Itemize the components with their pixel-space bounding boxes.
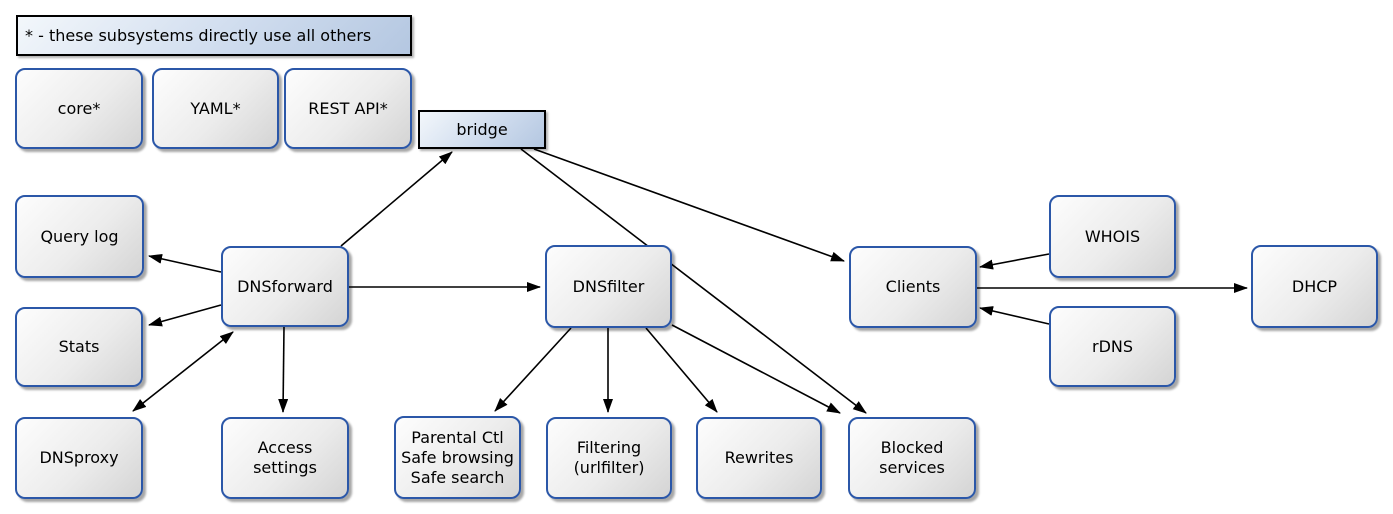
node-access-settings: Access settings bbox=[221, 417, 349, 499]
node-label-yaml: YAML* bbox=[190, 98, 241, 118]
node-stats: Stats bbox=[15, 307, 143, 387]
edge-dnsforward-query-log bbox=[148, 253, 222, 273]
node-label-query-log: Query log bbox=[40, 226, 119, 246]
node-label-access-settings: Access settings bbox=[253, 438, 317, 477]
node-yaml: YAML* bbox=[152, 68, 279, 149]
legend-note: * - these subsystems directly use all ot… bbox=[16, 15, 412, 56]
legend-text: * - these subsystems directly use all ot… bbox=[25, 25, 372, 45]
edge-dnsforward-bridge bbox=[340, 151, 453, 247]
edge-whois-clients bbox=[979, 253, 1050, 270]
node-label-rdns: rDNS bbox=[1091, 336, 1134, 356]
node-label-bridge: bridge bbox=[456, 119, 508, 139]
edge-dnsforward-access-settings bbox=[278, 326, 289, 413]
node-dnsfilter: DNSfilter bbox=[545, 245, 672, 328]
node-dhcp: DHCP bbox=[1251, 245, 1378, 328]
node-whois: WHOIS bbox=[1049, 195, 1176, 278]
node-label-clients: Clients bbox=[885, 277, 941, 296]
node-rest-api: REST API* bbox=[284, 68, 412, 149]
node-label-rewrites: Rewrites bbox=[724, 448, 794, 467]
node-blocked-services: Blocked services bbox=[848, 417, 976, 499]
node-dnsproxy: DNSproxy bbox=[15, 417, 143, 499]
node-label-parental: Parental Ctl Safe browsing Safe search bbox=[401, 427, 514, 487]
node-label-dnsfilter: DNSfilter bbox=[572, 276, 645, 296]
node-label-stats: Stats bbox=[58, 337, 100, 356]
node-rewrites: Rewrites bbox=[696, 417, 822, 499]
edge-dnsfilter-parental bbox=[494, 327, 572, 412]
node-label-dnsproxy: DNSproxy bbox=[39, 448, 119, 467]
node-dnsforward: DNSforward bbox=[221, 246, 349, 327]
node-label-core: core* bbox=[57, 98, 101, 118]
node-filtering: Filtering (urlfilter) bbox=[546, 417, 672, 499]
node-label-rest-api: REST API* bbox=[308, 98, 388, 118]
edge-dnsforward-stats bbox=[148, 304, 222, 327]
node-label-filtering: Filtering (urlfilter) bbox=[573, 438, 645, 477]
node-label-dhcp: DHCP bbox=[1291, 276, 1338, 296]
node-label-blocked-services: Blocked services bbox=[879, 438, 945, 477]
node-rdns: rDNS bbox=[1049, 306, 1176, 387]
node-parental: Parental Ctl Safe browsing Safe search bbox=[394, 416, 521, 499]
edge-dnsfilter-blocked-services bbox=[671, 324, 841, 414]
edge-dnsforward-dnsproxy bbox=[132, 331, 234, 412]
node-clients: Clients bbox=[849, 246, 977, 328]
node-bridge: bridge bbox=[418, 110, 546, 149]
node-label-whois: WHOIS bbox=[1084, 226, 1141, 246]
node-query-log: Query log bbox=[15, 195, 144, 278]
node-label-dnsforward: DNSforward bbox=[237, 276, 333, 296]
node-core: core* bbox=[15, 68, 143, 149]
edge-rdns-clients bbox=[979, 306, 1050, 325]
edge-dnsfilter-rewrites bbox=[645, 327, 718, 413]
